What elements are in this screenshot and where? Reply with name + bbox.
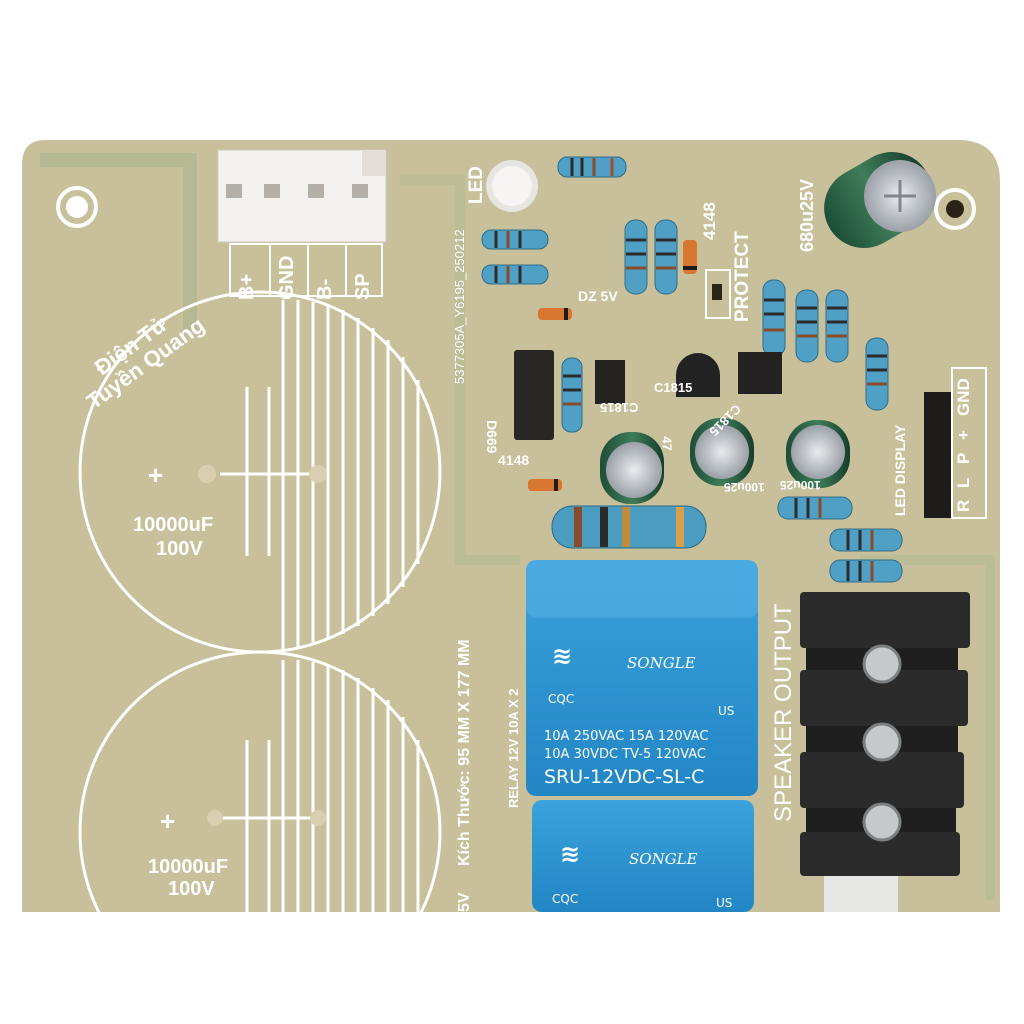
diode-label-2: 4148 bbox=[498, 452, 530, 468]
relay-2 bbox=[532, 800, 754, 912]
cap1-value: 10000uF bbox=[133, 514, 214, 536]
led-display-label: LED DISPLAY bbox=[892, 424, 908, 516]
mini-cap-label-3: 100u25 bbox=[780, 478, 821, 492]
transistor-label-d669: D669 bbox=[484, 420, 500, 454]
conn-label-b-plus: B+ bbox=[236, 273, 258, 300]
cap1-plus: + bbox=[148, 460, 164, 490]
protect-label: PROTECT bbox=[732, 231, 753, 322]
cap2-plus: + bbox=[160, 806, 176, 836]
led-pin-gnd: GND bbox=[954, 378, 973, 416]
transistor-label-c1815-b: C1815 bbox=[654, 380, 693, 395]
electrolytic-capacitor bbox=[600, 152, 936, 504]
relay-1-spec-2: 10A 30VDC TV-5 120VAC bbox=[544, 747, 707, 762]
relay-logo-icon: ≋ bbox=[560, 840, 581, 868]
board-size-label: Kích Thước: 95 MM X 177 MM bbox=[456, 639, 473, 866]
protect-pin bbox=[712, 284, 722, 300]
conn-label-b-minus: B- bbox=[314, 278, 336, 300]
power-connector bbox=[217, 149, 387, 297]
transistor bbox=[514, 350, 782, 440]
relay-logo-icon: ≋ bbox=[552, 642, 573, 670]
conn-label-sp: SP bbox=[352, 273, 374, 300]
resistor-bands bbox=[494, 158, 887, 581]
relay-1-cqc: CQC bbox=[548, 692, 575, 706]
led-pin-l: L bbox=[954, 477, 973, 488]
relay-1 bbox=[526, 560, 758, 796]
relay-1-brand: SONGLE bbox=[627, 654, 696, 672]
diode-label-1: 4148 bbox=[700, 202, 719, 240]
led-label: LED bbox=[466, 166, 487, 204]
relay-1-spec-1: 10A 250VAC 15A 120VAC bbox=[544, 729, 709, 744]
bottom-left-fragment: 5V bbox=[456, 892, 473, 912]
photo-background bbox=[0, 912, 1024, 1024]
led-pin-plus: + bbox=[954, 430, 973, 440]
board-code: 5377305A_Y6195_250212 bbox=[452, 229, 467, 384]
led-pin-r: R bbox=[954, 499, 973, 512]
led bbox=[486, 160, 538, 212]
relay-2-cqc: CQC bbox=[552, 892, 579, 906]
mini-cap-label-1: 47 bbox=[659, 436, 675, 451]
cap2-voltage: 100V bbox=[168, 878, 215, 900]
relay-1-ul: US bbox=[718, 704, 735, 718]
relay-spec-label: RELAY 12V 10A X 2 bbox=[506, 688, 521, 808]
relay-1-model: SRU-12VDC-SL-C bbox=[544, 766, 705, 788]
speaker-output-label: SPEAKER OUTPUT bbox=[770, 603, 797, 822]
led-display-header bbox=[924, 367, 987, 519]
relay-2-brand: SONGLE bbox=[629, 850, 698, 868]
cap1-voltage: 100V bbox=[156, 538, 203, 560]
power-resistor bbox=[551, 505, 707, 549]
copper-trace bbox=[400, 175, 520, 565]
protect-header bbox=[705, 269, 731, 319]
mounting-hole-left bbox=[56, 186, 98, 228]
led-pin-p: P bbox=[954, 452, 973, 464]
cap2-value: 10000uF bbox=[148, 856, 229, 878]
copper-trace bbox=[860, 555, 995, 900]
diode bbox=[528, 240, 697, 491]
transistor-label-c1815-a: C1815 bbox=[600, 400, 639, 415]
small-cap-label: 680u25V bbox=[797, 178, 817, 252]
speaker-terminal bbox=[800, 592, 970, 912]
mounting-hole-right bbox=[934, 188, 976, 230]
conn-label-gnd: GND bbox=[276, 255, 298, 300]
copper-trace bbox=[40, 153, 197, 330]
mini-cap-label-2: 100u25 bbox=[724, 480, 765, 494]
zener-label: DZ 5V bbox=[578, 288, 618, 304]
relay-2-ul: US bbox=[716, 896, 733, 910]
